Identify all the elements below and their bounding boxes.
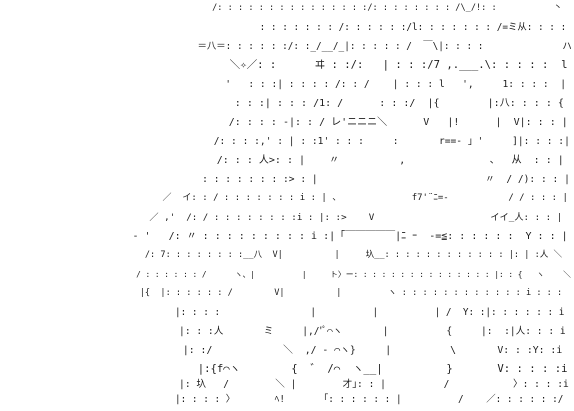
ascii-art-line-17: |: : : : | | | / Y: :|: : : : : : i xyxy=(0,307,565,318)
ascii-art-line-10: : : : : : : : :> : | 〃 / /): : : | xyxy=(0,174,570,185)
ascii-art-line-7: /: : : : -|: : / レ'ニニニ＼ V |! | V|: : : | xyxy=(0,117,568,128)
ascii-art-line-20: |:{f⌒ヽ { ゛ /⌒ ヽ__| } V: : : : :i xyxy=(0,363,568,375)
ascii-art-line-2: : : : : : : : /: : : : : :/l: : : : : : … xyxy=(0,22,567,33)
ascii-art-line-16: |{ |: : : : : : / V| | ヽ : : : : : : : :… xyxy=(0,288,563,298)
ascii-art-line-3: ＝八＝: : : : : :/: :_/__/_|: : : : : / ￣\|… xyxy=(0,41,572,52)
ascii-art-line-11: ／ イ: : / : : : : : : : i : | 、 f7'¨ﾆ=- /… xyxy=(0,193,568,203)
ascii-art-line-9: /: : : 人>: : | 〃 , 、 从 : : | xyxy=(0,155,564,166)
ascii-art-line-19: |: :/ ＼ ,/ - ⌒ヽ} | \ V: : :Y: :i xyxy=(0,345,563,356)
ascii-art-line-15: / : : : : : : / ヽ、| | ト〉ー: : : : : : : :… xyxy=(0,270,571,279)
ascii-art-line-1: /: : : : : : : : : : : : : : :/: : : : :… xyxy=(0,3,563,13)
ascii-art-line-5: ' : : :| : : : : /: : / | : : : l ', 1: … xyxy=(0,79,567,90)
ascii-art-line-8: /: : : :,' : | : :1' : : : : r==- 」' ]|:… xyxy=(0,136,570,147)
ascii-art-line-4: ＼✧／: : ヰ : :/: | : : :/7 ,.___.\: : : : … xyxy=(0,59,568,71)
ascii-art-line-21: |: 圦 / ＼ | 才｣: : | / 〉: : : :i xyxy=(0,379,569,390)
ascii-art-line-6: : : :| : : : /1: / : : :/ |{ |:八: : : : … xyxy=(0,98,564,109)
ascii-art-line-13: - ' /: 〃 : : : : : : : : : i :|「￣￣￣￣￣|ﾆ … xyxy=(0,231,568,242)
ascii-art-line-14: /: 7: : : : : : : :__八 V| | 圦__: : : : :… xyxy=(0,250,563,260)
ascii-art-line-22: |: : : : 〉 ﾍ! 「: : : : : : | / ／: : : : … xyxy=(0,394,564,405)
ascii-art-line-18: |: : :人 ミ |,/'ﾟ⌒ヽ | { |: :|人: : : i xyxy=(0,326,566,337)
ascii-art-line-12: ／ ,' /: / : : : : : : : :i : |: :> V イイ_… xyxy=(0,212,563,223)
